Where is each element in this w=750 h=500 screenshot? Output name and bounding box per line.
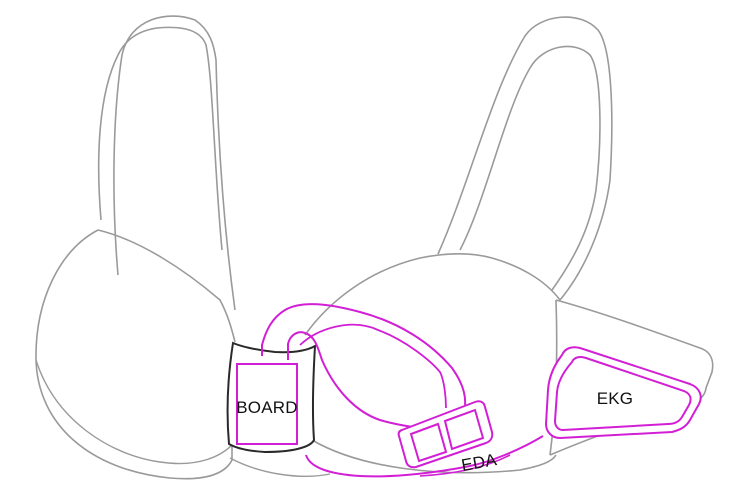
wiring	[261, 303, 544, 478]
ekg-pad: EKG	[544, 346, 702, 440]
left-strap	[97, 15, 236, 311]
eda-sensor: EDA	[397, 400, 499, 475]
ekg-label: EKG	[597, 389, 634, 408]
center-gore	[226, 341, 317, 454]
left-cup	[35, 229, 236, 480]
right-strap	[437, 16, 613, 301]
board-label: BOARD	[236, 398, 297, 417]
board-module: BOARD	[236, 363, 298, 445]
